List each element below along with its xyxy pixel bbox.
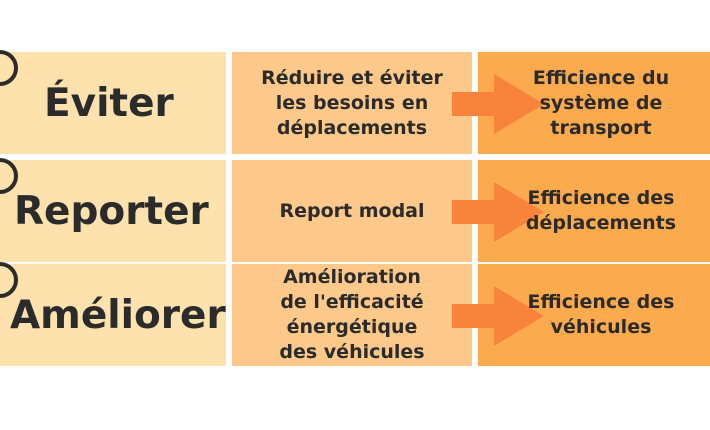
outcome-text: Efficience des déplacements	[525, 187, 677, 234]
action-cell: Amélioration de l'efficacité énergétique…	[232, 264, 472, 366]
outcome-cell: Efficience des déplacements	[478, 160, 710, 262]
outcome-text: Efficience du système de transport	[532, 66, 670, 139]
ring-icon	[0, 50, 18, 86]
arrow-right-icon	[452, 182, 544, 242]
strategy-label: Reporter	[14, 188, 209, 234]
outcome-cell: Efficience du système de transport	[478, 52, 710, 154]
action-cell: Report modal	[232, 160, 472, 262]
action-text: Réduire et éviter les besoins en déplace…	[261, 66, 443, 139]
strategy-cell	[0, 158, 226, 262]
action-text: Report modal	[279, 199, 425, 222]
action-text: Amélioration de l'efficacité énergétique…	[279, 266, 425, 363]
arrow-right-icon	[452, 286, 544, 346]
row-ameliorer: Améliorer Amélioration de l'efficacité é…	[0, 262, 710, 366]
arrow-right-icon	[452, 74, 544, 134]
strategy-cell	[0, 50, 226, 154]
row-reporter: Reporter Report modal Efficience des dép…	[0, 158, 710, 262]
outcome-text: Efficience des véhicules	[527, 291, 675, 338]
strategy-label: Améliorer	[10, 292, 226, 338]
outcome-cell: Efficience des véhicules	[478, 264, 710, 366]
row-eviter: Éviter Réduire et éviter les besoins en …	[0, 50, 710, 154]
strategy-cell	[0, 262, 226, 366]
strategy-label: Éviter	[44, 80, 174, 126]
action-cell: Réduire et éviter les besoins en déplace…	[232, 52, 472, 154]
